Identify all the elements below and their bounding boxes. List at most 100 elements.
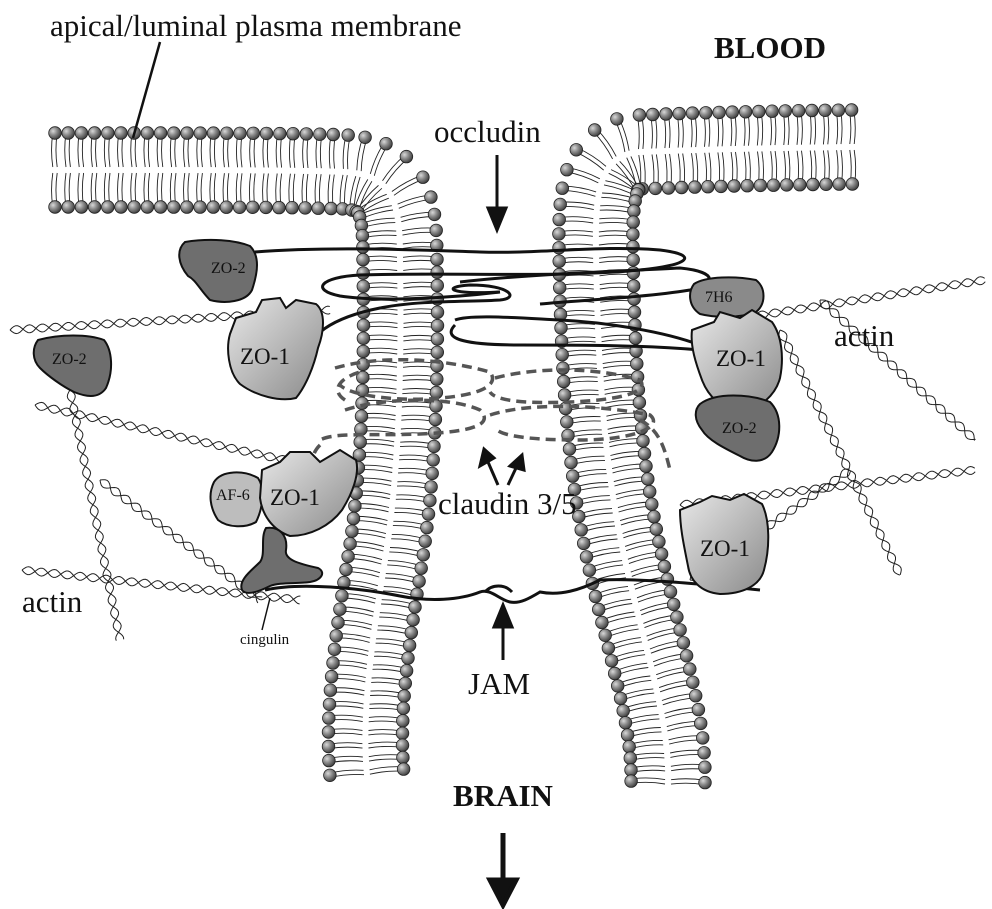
lipid-head bbox=[623, 740, 636, 753]
lipid-head bbox=[342, 550, 355, 563]
lipid-head bbox=[689, 181, 702, 194]
lipid-head bbox=[400, 150, 413, 163]
zo1-right-label: ZO-1 bbox=[716, 346, 766, 371]
lipid-head bbox=[115, 201, 128, 214]
lipid-head bbox=[661, 573, 674, 586]
left-cell-membrane bbox=[49, 127, 444, 782]
lipid-head bbox=[627, 267, 640, 280]
lipid-head bbox=[696, 732, 709, 745]
lipid-head bbox=[833, 178, 846, 191]
lipid-head bbox=[349, 500, 362, 513]
lipid-head bbox=[322, 726, 335, 739]
lipid-head bbox=[686, 107, 699, 120]
lipid-head bbox=[608, 667, 621, 680]
lipid-head bbox=[566, 470, 579, 483]
lipid-head bbox=[806, 104, 819, 117]
lipid-head bbox=[398, 690, 411, 703]
zo1-top-left-label: ZO-1 bbox=[240, 344, 290, 369]
lipid-head bbox=[792, 104, 805, 117]
lipid-head bbox=[557, 375, 570, 388]
lipid-head bbox=[617, 705, 630, 718]
lipid-head bbox=[726, 106, 739, 119]
lipid-head bbox=[640, 460, 653, 473]
right-cell-membrane bbox=[553, 104, 859, 789]
lipid-head bbox=[580, 551, 593, 564]
lipid-head bbox=[207, 127, 220, 140]
lipid-head bbox=[357, 253, 370, 266]
lipid-head bbox=[699, 761, 712, 774]
lipid-head bbox=[646, 498, 659, 511]
lipid-head bbox=[400, 664, 413, 677]
zo2-left-label: ZO-2 bbox=[52, 351, 87, 368]
lipid-head bbox=[694, 717, 707, 730]
lipid-head bbox=[431, 373, 444, 386]
jam-label: JAM bbox=[468, 666, 530, 701]
protein-zo1-mid-left: ZO-1 bbox=[260, 450, 357, 536]
lipid-head bbox=[846, 178, 859, 191]
lipid-head bbox=[405, 626, 418, 639]
lipid-head bbox=[154, 127, 167, 140]
lipid-head bbox=[662, 182, 675, 195]
lipid-head bbox=[684, 663, 697, 676]
lipid-head bbox=[260, 127, 273, 140]
lipid-head bbox=[692, 703, 705, 716]
lipid-head bbox=[167, 201, 180, 214]
claudin-arrows bbox=[480, 449, 524, 485]
lipid-head bbox=[356, 229, 369, 242]
lipid-head bbox=[357, 267, 370, 280]
lipid-head bbox=[553, 213, 566, 226]
lipid-head bbox=[699, 776, 712, 789]
lipid-head bbox=[575, 524, 588, 537]
lipid-head bbox=[327, 128, 340, 141]
lipid-head bbox=[655, 548, 668, 561]
protein-zo1-bottom-right: ZO-1 bbox=[680, 494, 768, 594]
lipid-head bbox=[605, 655, 618, 668]
lipid-head bbox=[664, 585, 677, 598]
zo2-top-label: ZO-2 bbox=[211, 260, 246, 277]
lipid-head bbox=[431, 279, 444, 292]
lipid-head bbox=[638, 447, 651, 460]
lipid-head bbox=[553, 228, 566, 241]
protein-zo1-top-left: ZO-1 bbox=[228, 298, 323, 399]
lipid-head bbox=[820, 178, 833, 191]
lipid-head bbox=[425, 191, 438, 204]
lipid-head bbox=[627, 253, 640, 266]
lipid-head bbox=[673, 107, 686, 120]
actin-strand bbox=[730, 277, 985, 323]
lipid-head bbox=[168, 127, 181, 140]
lipid-head bbox=[402, 652, 415, 665]
lipid-head bbox=[653, 535, 666, 548]
lipid-head bbox=[422, 508, 435, 521]
lipid-head bbox=[767, 179, 780, 192]
lipid-head bbox=[415, 562, 428, 575]
lipid-head bbox=[88, 201, 101, 214]
lipid-head bbox=[347, 512, 360, 525]
lipid-head bbox=[633, 396, 646, 409]
lipid-head bbox=[246, 201, 259, 214]
lipid-head bbox=[677, 637, 690, 650]
lipid-head bbox=[115, 127, 128, 140]
lipid-head bbox=[728, 180, 741, 193]
lipid-head bbox=[631, 358, 644, 371]
lipid-head bbox=[570, 144, 583, 157]
lipid-head bbox=[563, 443, 576, 456]
lipid-head bbox=[417, 171, 430, 184]
lipid-head bbox=[287, 127, 300, 140]
lipid-head bbox=[642, 473, 655, 486]
lipid-head bbox=[299, 202, 312, 215]
lipid-head bbox=[621, 729, 634, 742]
lipid-head bbox=[649, 182, 662, 195]
lipid-head bbox=[194, 127, 207, 140]
lipid-head bbox=[739, 106, 752, 119]
lipid-head bbox=[558, 389, 571, 402]
claudin-label: claudin 3/5 bbox=[438, 486, 577, 521]
lipid-head bbox=[357, 332, 370, 345]
lipid-head bbox=[357, 241, 370, 254]
lipid-head bbox=[845, 104, 858, 117]
lipid-head bbox=[754, 179, 767, 192]
lipid-head bbox=[247, 127, 260, 140]
lipid-head bbox=[426, 467, 439, 480]
lipid-head bbox=[354, 436, 367, 449]
occludin-label: occludin bbox=[434, 114, 541, 149]
